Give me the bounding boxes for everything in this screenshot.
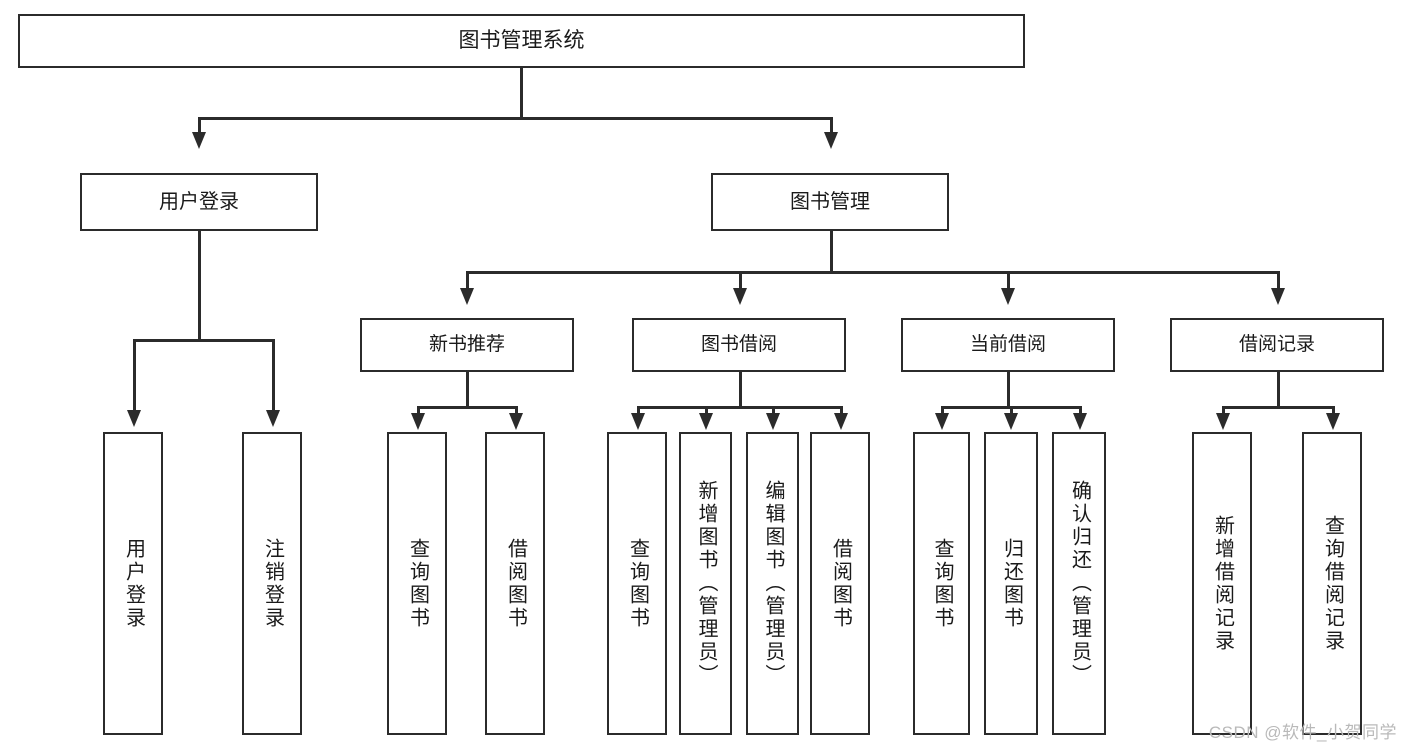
connector-nbr-leaf2	[515, 406, 518, 416]
connector-nbr-leaf1	[417, 406, 420, 416]
arrow-to-user-login	[192, 132, 206, 149]
node-label: 借阅记录	[1238, 334, 1315, 356]
connector-to-borrow-record	[1277, 271, 1280, 289]
leaf-add-record[interactable]: 新增借阅记录	[1192, 432, 1252, 735]
leaf-query-book-1[interactable]: 查询图书	[387, 432, 447, 735]
arrow-leaf-return-book	[1004, 413, 1018, 430]
connector-to-new-book-rec	[466, 271, 469, 289]
leaf-edit-book[interactable]: 编辑图书（管理员）	[746, 432, 799, 735]
arrow-to-book-borrow	[733, 288, 747, 305]
connector-to-user-login	[198, 117, 201, 133]
node-label: 借阅图书	[829, 537, 852, 630]
connector-cb-leaf1	[941, 406, 944, 416]
connector-bb-leaf2	[705, 406, 708, 416]
connector-br-leaf1	[1222, 406, 1225, 416]
node-label: 当前借阅	[969, 334, 1046, 356]
arrow-to-new-book-rec	[460, 288, 474, 305]
connector-borrow-record-stem	[1277, 372, 1280, 408]
arrow-leaf-confirm-return	[1073, 413, 1087, 430]
connector-to-book-borrow	[739, 271, 742, 289]
node-label: 图书管理	[790, 190, 870, 213]
node-label: 归还图书	[1000, 537, 1023, 630]
connector-cb-leaf3	[1079, 406, 1082, 416]
arrow-leaf-borrow-book-1	[509, 413, 523, 430]
connector-borrow-record-bus	[1222, 406, 1334, 409]
node-label: 编辑图书（管理员）	[762, 480, 784, 687]
connector-level2-bus	[466, 271, 1278, 274]
arrow-leaf-add-record	[1216, 413, 1230, 430]
node-new-book-rec[interactable]: 新书推荐	[360, 318, 574, 372]
connector-user-login-stem	[198, 231, 201, 341]
leaf-query-book-3[interactable]: 查询图书	[913, 432, 970, 735]
arrow-leaf-add-book	[699, 413, 713, 430]
leaf-borrow-book-1[interactable]: 借阅图书	[485, 432, 545, 735]
connector-book-manage-stem	[830, 231, 833, 273]
arrow-leaf-query-book-2	[631, 413, 645, 430]
arrow-leaf-logout	[266, 410, 280, 427]
arrow-to-borrow-record	[1271, 288, 1285, 305]
connector-user-login-left	[133, 339, 136, 411]
arrow-leaf-edit-book	[766, 413, 780, 430]
connector-cb-leaf2	[1010, 406, 1013, 416]
connector-level1-bus	[198, 117, 832, 120]
node-label: 图书管理系统	[458, 28, 585, 52]
node-book-manage[interactable]: 图书管理	[711, 173, 949, 231]
connector-book-borrow-stem	[739, 372, 742, 408]
arrow-leaf-query-book-1	[411, 413, 425, 430]
arrow-to-book-manage	[824, 132, 838, 149]
connector-bb-leaf3	[772, 406, 775, 416]
connector-new-book-rec-bus	[417, 406, 517, 409]
leaf-borrow-book-2[interactable]: 借阅图书	[810, 432, 870, 735]
connector-br-leaf2	[1332, 406, 1335, 416]
arrow-to-current-borrow	[1001, 288, 1015, 305]
connector-to-book-manage	[830, 117, 833, 133]
node-label: 新增借阅记录	[1211, 514, 1234, 653]
connector-bb-leaf4	[840, 406, 843, 416]
connector-to-current-borrow	[1007, 271, 1010, 289]
connector-current-borrow-stem	[1007, 372, 1010, 408]
leaf-query-book-2[interactable]: 查询图书	[607, 432, 667, 735]
leaf-return-book[interactable]: 归还图书	[984, 432, 1038, 735]
arrow-leaf-query-book-3	[935, 413, 949, 430]
node-label: 查询图书	[931, 537, 953, 630]
node-label: 注销登录	[261, 537, 284, 630]
connector-user-login-bus	[133, 339, 275, 342]
arrow-leaf-borrow-book-2	[834, 413, 848, 430]
node-current-borrow[interactable]: 当前借阅	[901, 318, 1115, 372]
connector-root-stem	[520, 68, 523, 118]
connector-new-book-rec-stem	[466, 372, 469, 408]
leaf-query-record[interactable]: 查询借阅记录	[1302, 432, 1362, 735]
leaf-add-book[interactable]: 新增图书（管理员）	[679, 432, 732, 735]
node-label: 借阅图书	[504, 537, 527, 630]
connector-user-login-right	[272, 339, 275, 411]
connector-bb-leaf1	[637, 406, 640, 416]
node-user-login[interactable]: 用户登录	[80, 173, 318, 231]
node-label: 图书借阅	[700, 334, 777, 356]
leaf-user-login[interactable]: 用户登录	[103, 432, 163, 735]
arrow-leaf-user-login	[127, 410, 141, 427]
node-label: 确认归还（管理员）	[1068, 480, 1091, 687]
leaf-logout[interactable]: 注销登录	[242, 432, 302, 735]
connector-book-borrow-bus	[637, 406, 842, 409]
node-label: 查询图书	[626, 537, 649, 630]
node-borrow-record[interactable]: 借阅记录	[1170, 318, 1384, 372]
node-root-system[interactable]: 图书管理系统	[18, 14, 1025, 68]
arrow-leaf-query-record	[1326, 413, 1340, 430]
node-label: 用户登录	[159, 190, 239, 213]
leaf-confirm-return[interactable]: 确认归还（管理员）	[1052, 432, 1106, 735]
node-label: 查询图书	[406, 537, 429, 630]
node-label: 查询借阅记录	[1321, 514, 1344, 653]
node-book-borrow[interactable]: 图书借阅	[632, 318, 846, 372]
node-label: 新书推荐	[428, 334, 505, 356]
node-label: 用户登录	[122, 537, 145, 630]
node-label: 新增图书（管理员）	[695, 480, 717, 687]
